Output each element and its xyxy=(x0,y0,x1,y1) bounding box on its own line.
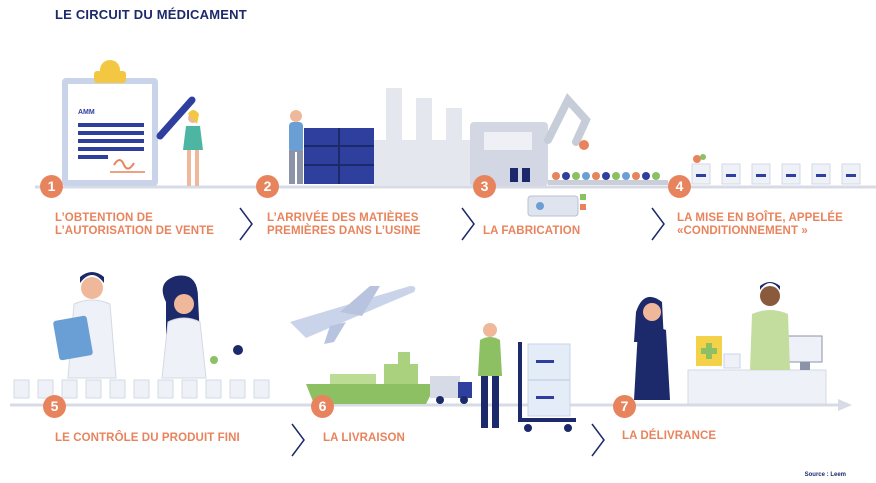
cargo-ship-illustration xyxy=(306,352,436,404)
worker-illustration xyxy=(289,110,303,184)
page-title: LE CIRCUIT DU MÉDICAMENT xyxy=(55,7,247,22)
quality-control-boxes-illustration xyxy=(13,379,270,399)
delivery-truck-illustration xyxy=(430,376,472,404)
step-5-number: 5 xyxy=(43,395,66,418)
svg-text:AMM: AMM xyxy=(78,109,95,116)
step-4-label: LA MISE EN BOÎTE, APPELÉE «CONDITIONNEME… xyxy=(677,212,843,237)
step-arrow-chevron xyxy=(291,423,305,457)
step-3-label: LA FABRICATION xyxy=(483,225,581,237)
track-arrow-head xyxy=(838,399,852,411)
step-2-number: 2 xyxy=(256,175,279,198)
step-6-label: LA LIVRAISON xyxy=(323,432,405,444)
step-arrow-chevron xyxy=(651,207,665,241)
step-1-number: 1 xyxy=(40,175,63,198)
patient-woman-illustration xyxy=(634,296,670,400)
step-7-number: 7 xyxy=(613,395,636,418)
step-arrow-chevron xyxy=(591,423,605,457)
step-6-number: 6 xyxy=(311,395,334,418)
step-4-number: 4 xyxy=(668,175,691,198)
pharmacy-counter-illustration xyxy=(687,335,827,405)
pill-conveyor-illustration xyxy=(527,172,668,217)
step-2-label: L’ARRIVÉE DES MATIÈRES PREMIÈRES DANS L’… xyxy=(267,212,421,237)
clipboard-illustration: AMM xyxy=(62,60,196,186)
airplane-illustration xyxy=(290,286,416,344)
pharmacist-illustration xyxy=(750,282,790,370)
step-3-number: 3 xyxy=(473,175,496,198)
lab-technician-woman-illustration xyxy=(161,275,243,379)
factory-illustration xyxy=(374,88,591,186)
person-signing-illustration xyxy=(183,110,203,186)
packaged-boxes-illustration xyxy=(691,154,861,185)
step-arrow-chevron xyxy=(461,207,475,241)
lab-technician-man-illustration xyxy=(53,272,117,379)
step-arrow-chevron xyxy=(239,207,253,241)
source-credit: Source : Leem xyxy=(804,472,846,478)
delivery-person-illustration xyxy=(478,323,576,432)
step-5-label: LE CONTRÔLE DU PRODUIT FINI xyxy=(55,432,240,444)
step-1-label: L’OBTENTION DE L’AUTORISATION DE VENTE xyxy=(55,212,215,237)
raw-materials-crates-illustration xyxy=(304,128,374,184)
step-7-label: LA DÉLIVRANCE xyxy=(622,430,717,442)
